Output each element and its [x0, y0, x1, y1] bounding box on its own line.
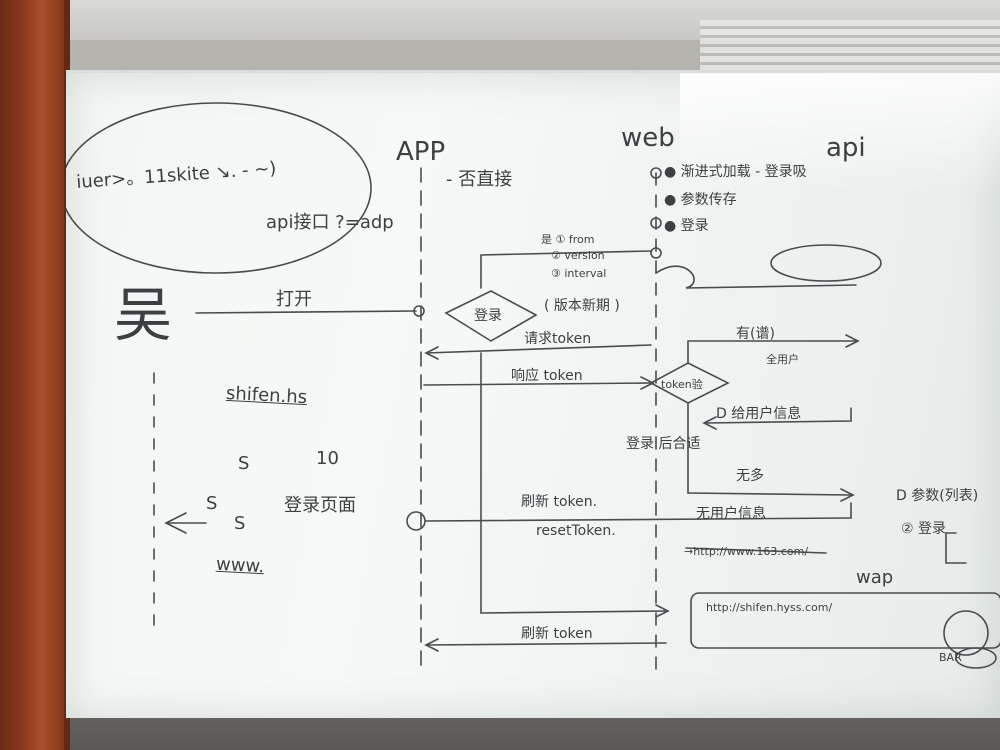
login-combine-label: 登录 后合适: [626, 436, 701, 452]
token-diamond-shape: [649, 362, 730, 404]
web-header: web: [621, 123, 675, 153]
cloud-text-2: api接口 ?=adp: [266, 212, 394, 233]
yes-login-label: 有(谱): [736, 326, 775, 342]
login-diamond-label: 登录: [474, 308, 502, 324]
params-list-label: D 参数(列表): [896, 488, 979, 504]
person-label: 吴: [114, 281, 173, 349]
web-item-1: ● 渐进式加载 - 登录吸: [664, 164, 807, 180]
give-user-info-label: D 给用户信息: [716, 406, 802, 422]
s-mark-3: S: [234, 513, 246, 534]
old-version-note: ( 版本新期 ): [544, 298, 620, 314]
url-163-label: →http://www.163.com/: [684, 545, 809, 558]
web-item-2: ● 参数传存: [664, 192, 737, 208]
wap-label: wap: [856, 567, 894, 588]
whiteboard-drawing: [66, 102, 1000, 674]
no-user-label: 无多: [736, 468, 764, 484]
cloud-bubble: [66, 102, 372, 274]
reset-token-label: resetToken.: [536, 523, 616, 539]
goto-page-label: 全用户: [766, 353, 799, 366]
s-mark-2: S: [206, 493, 218, 514]
whiteboard: iuer>。11skite ↘. - ~) api接口 ?=adp 吴 APP …: [66, 70, 1000, 718]
login-param-version: ② version: [551, 249, 605, 262]
open-label: 打开: [276, 289, 312, 310]
url-shifen-label: http://shifen.hyss.com/: [706, 601, 833, 614]
wap-box: [690, 592, 1000, 649]
response-token-label: 响应 token: [511, 368, 583, 384]
ten-label: 10: [316, 448, 339, 469]
api-header: api: [826, 133, 866, 163]
request-token-label: 请求token: [524, 331, 592, 347]
direct-jump-note: - 否直接: [446, 169, 513, 190]
refresh-token-label: 刷新 token.: [521, 494, 598, 510]
login-right-label: ② 登录: [901, 521, 947, 537]
login-param-interval: ③ interval: [551, 267, 607, 280]
no-user-info-label: 无用户信息: [696, 506, 766, 522]
login-param-from: 是 ① from: [541, 233, 595, 246]
shifen-address: shifen.hs: [225, 382, 308, 409]
app-header: APP: [396, 137, 446, 167]
token-check-label: token验: [661, 378, 703, 391]
www-label: www.: [215, 553, 265, 578]
s-mark-1: S: [238, 453, 250, 474]
login-page-label: 登录页面: [284, 495, 356, 516]
web-item-3: ● 登录: [664, 218, 709, 234]
bar-label: BAR: [939, 651, 962, 664]
light-glare: [680, 73, 1000, 193]
refresh-token-bottom-label: 刷新 token: [521, 626, 593, 642]
login-diamond-shape: [444, 290, 538, 342]
wooden-door-frame: [0, 0, 70, 750]
open-arrow: [195, 310, 417, 314]
